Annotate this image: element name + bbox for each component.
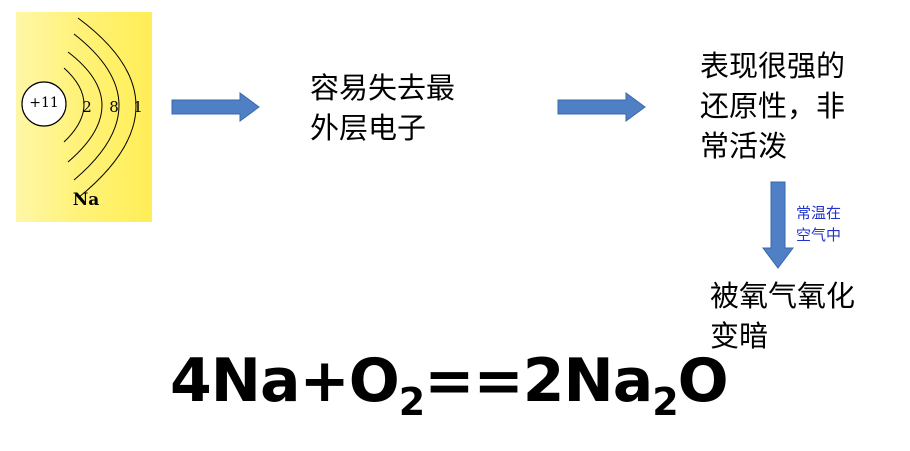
arrow-down-icon [762,181,794,269]
equation-product-o: O [677,346,729,416]
equation-plus: + [299,346,349,416]
lose-electron-text: 容易失去最 外层电子 [310,71,456,145]
chemical-equation: 4Na+O2==2Na2O [170,346,730,436]
shell-count-3: 1 [133,98,143,116]
shell-arc-3 [73,33,120,181]
equation-reactant-na: Na [210,346,301,416]
nucleus-charge: +11 [29,95,59,111]
element-symbol: Na [72,190,100,210]
equation-product-na: Na [563,346,654,416]
equation-coefficient: 2 [522,346,565,416]
sodium-atom-diagram: 2 8 1 [21,17,143,199]
shell-arc-1 [63,67,85,143]
equation-coefficient: 4 [170,346,212,416]
arrow-right-icon [171,92,260,122]
equation-subscript: 2 [398,380,425,424]
reaction-condition-label: 常温在 空气中 [796,204,842,244]
equation-subscript: 2 [652,380,678,424]
shell-arc-2 [67,51,103,163]
equation-equals: == [424,346,524,416]
equation-reactant-o: O [348,346,400,416]
shell-arc-4 [77,17,137,199]
nucleus-circle [21,81,67,127]
oxidized-result-text: 被氧气氧化 变暗 [710,279,856,353]
shell-count-1: 2 [82,98,92,116]
arrow-right-icon [557,92,646,122]
reducing-property-text: 表现很强的 还原性，非 常活泼 [700,49,846,163]
shell-count-2: 8 [109,98,119,116]
